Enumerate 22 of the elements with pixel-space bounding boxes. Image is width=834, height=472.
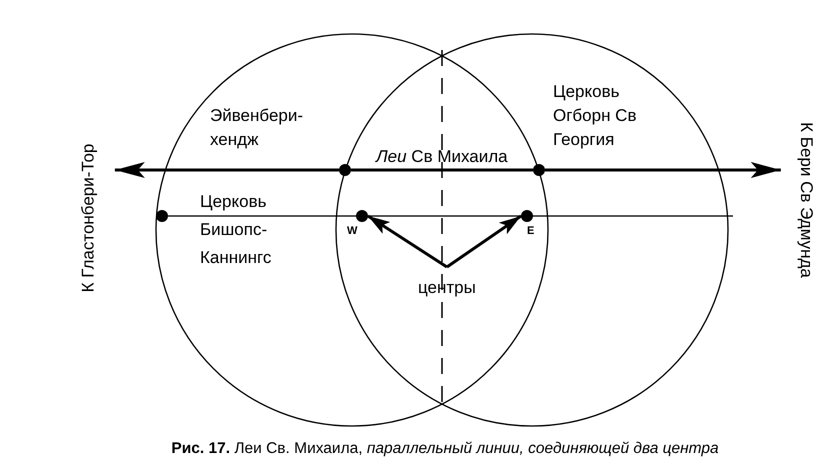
place-label: Церковь Огборн Св Георгия bbox=[553, 81, 638, 151]
point-marker bbox=[521, 210, 533, 222]
place-label: Церковь Бишопс-Каннингс bbox=[200, 191, 272, 269]
compass-letter: W bbox=[347, 225, 358, 237]
point-marker bbox=[339, 164, 351, 176]
place-label: Эйвенбери-хендж bbox=[210, 105, 304, 151]
place-label: К Бери Св Эдмунда bbox=[794, 122, 817, 278]
point-marker bbox=[356, 210, 368, 222]
connector-line bbox=[351, 168, 533, 172]
point-marker bbox=[156, 210, 168, 222]
arrow bbox=[114, 162, 339, 178]
point-marker bbox=[533, 164, 545, 176]
edge-label: Леи Св Михаила bbox=[376, 147, 508, 167]
centers-label: центры bbox=[418, 267, 476, 299]
compass-letter: E bbox=[527, 225, 534, 237]
connector-line bbox=[368, 215, 521, 217]
connector-line bbox=[168, 215, 356, 217]
arrow bbox=[545, 162, 781, 178]
arrow bbox=[446, 214, 522, 268]
place-label: К Гластонбери-Тор bbox=[76, 144, 99, 292]
figure-caption: Рис. 17. Леи Св. Михаила, параллельный линии, соединяющей два центра bbox=[170, 440, 720, 458]
arrow bbox=[367, 214, 448, 268]
